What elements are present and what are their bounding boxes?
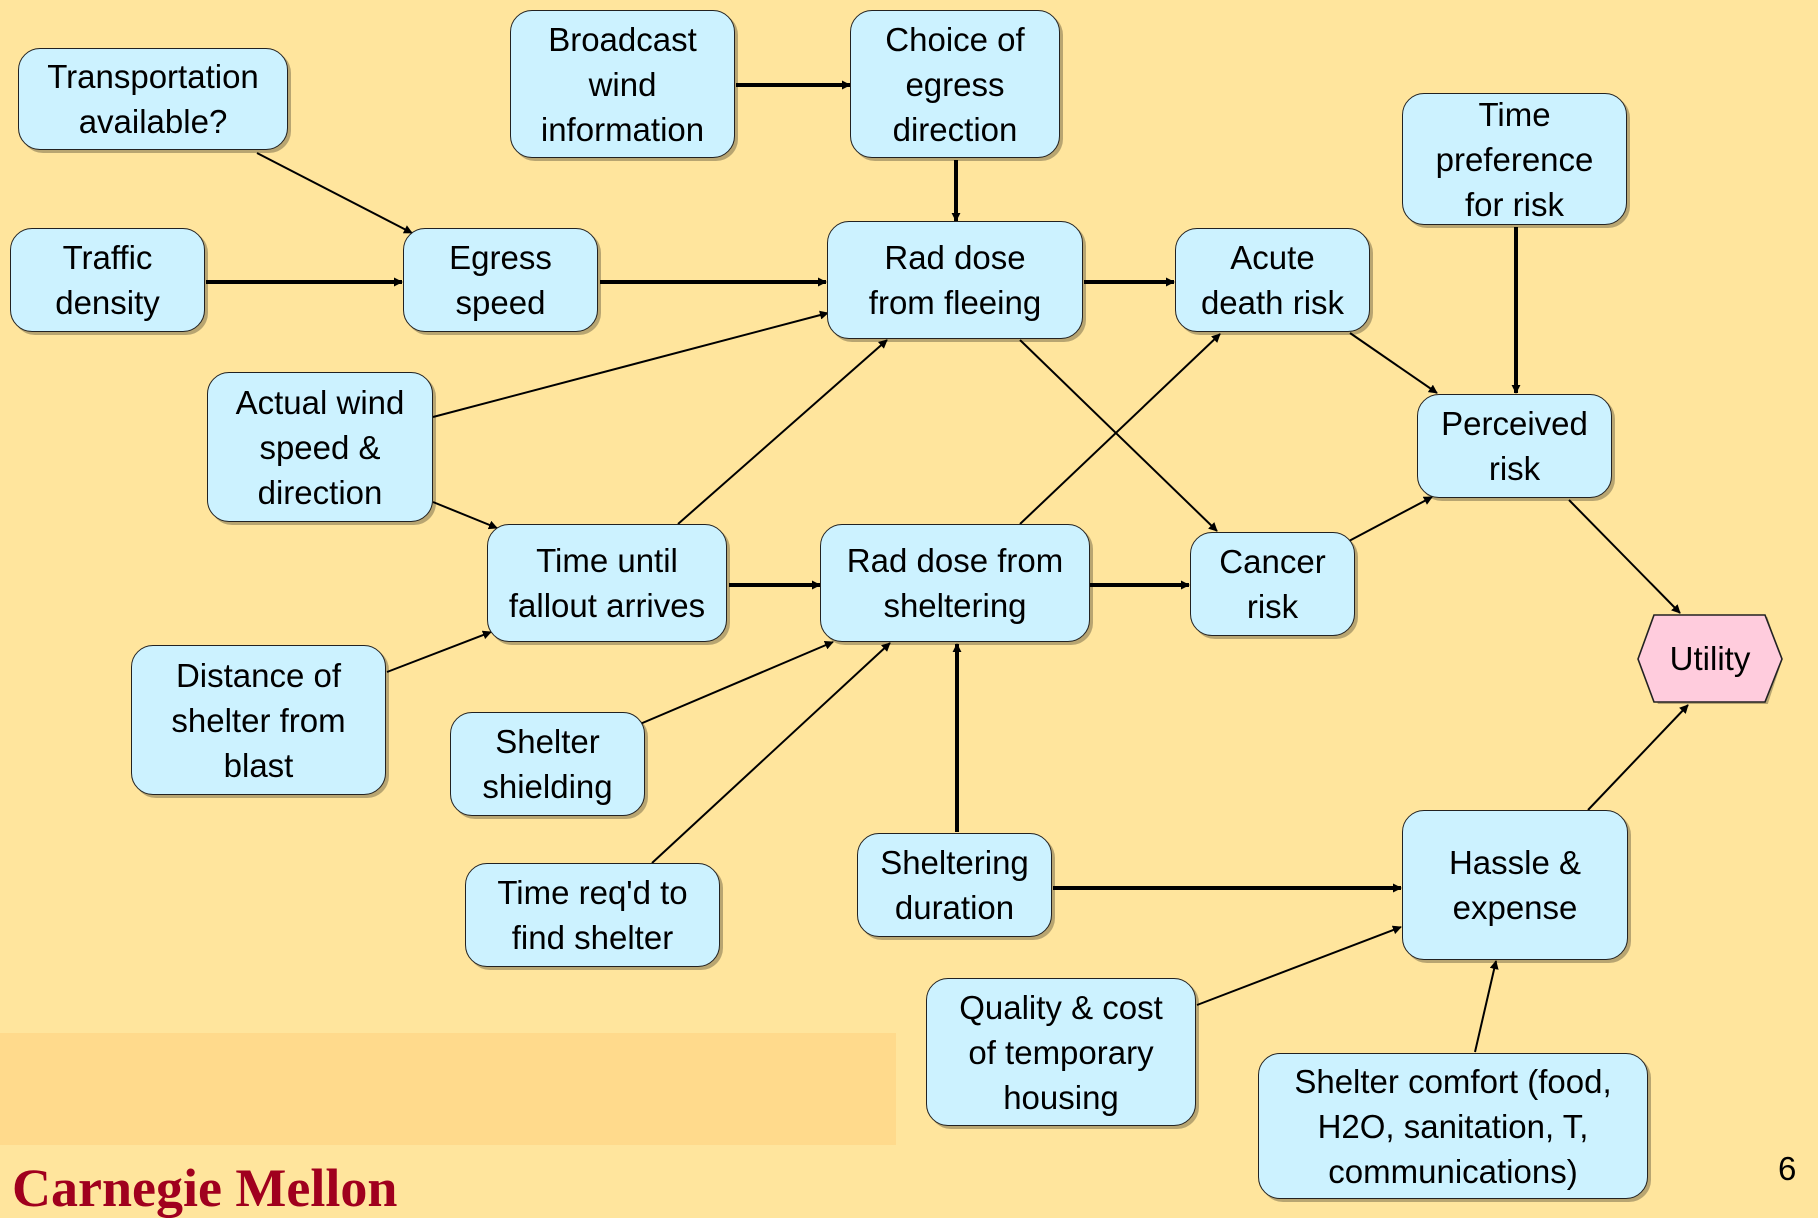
arrow-rad-sheltering-to-acute-death xyxy=(1019,333,1221,525)
node-actual-wind-speed-direction: Actual wind speed & direction xyxy=(207,372,433,522)
node-rad-dose-from-fleeing: Rad dose from fleeing xyxy=(827,221,1083,339)
node-time-reqd-to-find-shelter: Time req'd to find shelter xyxy=(465,863,720,967)
brand-wordmark: Carnegie Mellon xyxy=(12,1158,398,1218)
arrow-find-shelter-to-rad-sheltering xyxy=(651,642,891,864)
page-number: 6 xyxy=(1778,1150,1797,1187)
node-hassle-and-expense: Hassle & expense xyxy=(1402,810,1628,960)
arrow-transportation-to-egress-speed xyxy=(256,152,413,234)
node-traffic-density: Traffic density xyxy=(10,228,205,332)
node-acute-death-risk: Acute death risk xyxy=(1175,228,1370,332)
arrow-actual-wind-to-rad-fleeing xyxy=(432,310,829,418)
node-transportation-available: Transportation available? xyxy=(18,48,288,150)
arrow-acute-death-to-perceived-risk xyxy=(1349,332,1438,394)
node-time-preference-for-risk: Time preference for risk xyxy=(1402,93,1627,225)
arrow-shielding-to-rad-sheltering xyxy=(639,641,834,725)
node-cancer-risk: Cancer risk xyxy=(1190,532,1355,636)
node-rad-dose-from-sheltering: Rad dose from sheltering xyxy=(820,524,1090,642)
node-time-until-fallout-arrives: Time until fallout arrives xyxy=(487,524,727,642)
arrow-time-fallout-to-rad-fleeing xyxy=(677,339,888,525)
node-egress-speed: Egress speed xyxy=(403,228,598,332)
node-shelter-shielding: Shelter shielding xyxy=(450,712,645,816)
node-quality-cost-temporary-housing: Quality & cost of temporary housing xyxy=(926,978,1196,1126)
arrow-actual-wind-to-time-fallout xyxy=(432,501,498,530)
arrow-rad-fleeing-to-cancer-risk xyxy=(1019,339,1218,532)
arrow-hassle-to-utility xyxy=(1587,704,1689,811)
arrow-shelter-comfort-to-hassle xyxy=(1474,960,1499,1053)
arrow-cancer-risk-to-perceived-risk xyxy=(1348,496,1433,542)
node-sheltering-duration: Sheltering duration xyxy=(857,833,1052,937)
arrow-perceived-risk-to-utility xyxy=(1568,499,1681,614)
node-utility-label: Utility xyxy=(1669,640,1751,677)
node-broadcast-wind-information: Broadcast wind information xyxy=(510,10,735,158)
arrow-distance-to-time-fallout xyxy=(386,630,492,673)
arrow-quality-housing-to-hassle xyxy=(1196,925,1402,1006)
node-choice-of-egress-direction: Choice of egress direction xyxy=(850,10,1060,158)
node-perceived-risk: Perceived risk xyxy=(1417,394,1612,498)
utility-hexagon xyxy=(1637,614,1783,704)
node-distance-of-shelter-from-blast: Distance of shelter from blast xyxy=(131,645,386,795)
footer-band xyxy=(0,1033,896,1145)
node-shelter-comfort: Shelter comfort (food, H2O, sanitation, … xyxy=(1258,1053,1648,1199)
